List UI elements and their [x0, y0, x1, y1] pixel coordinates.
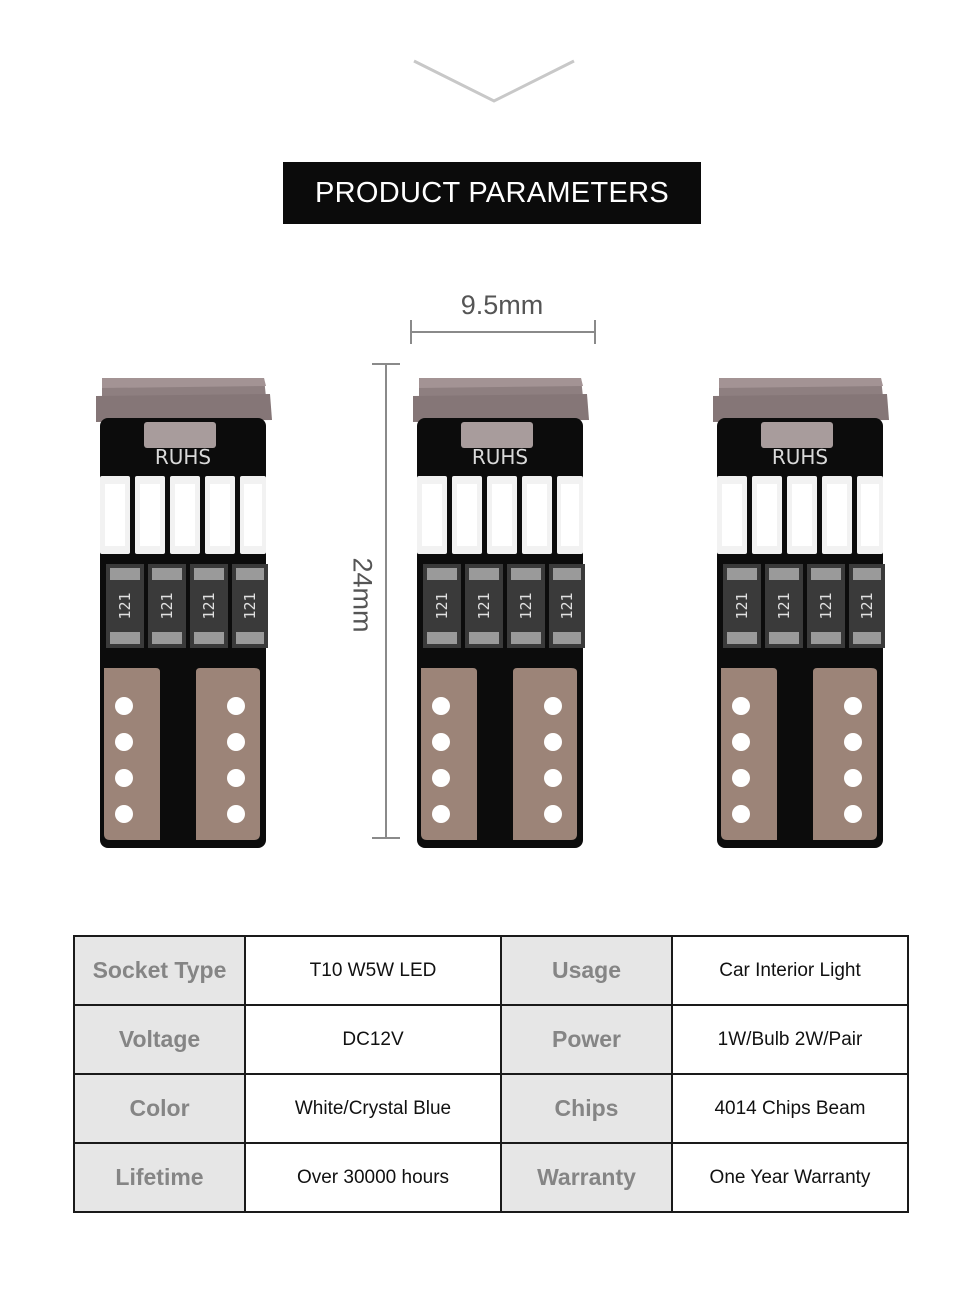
resistor-code-text: 121: [733, 592, 751, 619]
bulb-marking-text: RUHS: [472, 445, 528, 469]
spec-label: Usage: [500, 935, 673, 1006]
table-row: Color White/Crystal Blue Chips 4014 Chip…: [73, 1073, 909, 1144]
bulb-marking-text: RUHS: [155, 445, 211, 469]
led-bulb-illustration: RUHS: [96, 378, 272, 848]
spec-label: Lifetime: [73, 1142, 246, 1213]
table-row: Voltage DC12V Power 1W/Bulb 2W/Pair: [73, 1004, 909, 1075]
resistor-code-text: 121: [558, 592, 576, 619]
width-dimension-line: [410, 320, 596, 344]
spec-value: DC12V: [244, 1004, 502, 1075]
spec-value: 4014 Chips Beam: [671, 1073, 909, 1144]
resistor-code-text: 121: [517, 592, 535, 619]
spec-value: 1W/Bulb 2W/Pair: [671, 1004, 909, 1075]
spec-value: White/Crystal Blue: [244, 1073, 502, 1144]
width-dimension-label: 9.5mm: [460, 290, 544, 320]
resistor-code-text: 121: [200, 592, 218, 619]
resistor-code-text: 121: [433, 592, 451, 619]
section-title: PRODUCT PARAMETERS: [315, 176, 669, 209]
resistor-code-text: 121: [817, 592, 835, 619]
chevron-down-icon: [413, 59, 575, 103]
spec-value: T10 W5W LED: [244, 935, 502, 1006]
table-row: Lifetime Over 30000 hours Warranty One Y…: [73, 1142, 909, 1213]
height-dimension-line: [372, 363, 400, 839]
spec-label: Socket Type: [73, 935, 246, 1006]
spec-label: Warranty: [500, 1142, 673, 1213]
spec-table: Socket Type T10 W5W LED Usage Car Interi…: [73, 935, 909, 1213]
led-bulb-illustration: RUHS: [713, 378, 889, 848]
resistor-code-text: 121: [475, 592, 493, 619]
resistor-code-text: 121: [158, 592, 176, 619]
section-title-banner: PRODUCT PARAMETERS: [283, 162, 701, 224]
led-bulb-center: RUHS: [405, 372, 595, 852]
bulb-marking-text: RUHS: [772, 445, 828, 469]
spec-value: Over 30000 hours: [244, 1142, 502, 1213]
spec-label: Color: [73, 1073, 246, 1144]
resistor-code-text: 121: [858, 592, 876, 619]
spec-label: Chips: [500, 1073, 673, 1144]
led-bulb-left: RUHS: [88, 372, 278, 852]
spec-value: One Year Warranty: [671, 1142, 909, 1213]
resistor-code-text: 121: [241, 592, 259, 619]
height-dimension-label: 24mm: [347, 557, 378, 633]
spec-value: Car Interior Light: [671, 935, 909, 1006]
resistor-code-text: 121: [775, 592, 793, 619]
led-bulb-illustration: RUHS: [413, 378, 589, 848]
led-bulb-right: RUHS: [705, 372, 895, 852]
resistor-code-text: 121: [116, 592, 134, 619]
table-row: Socket Type T10 W5W LED Usage Car Interi…: [73, 935, 909, 1006]
spec-label: Power: [500, 1004, 673, 1075]
spec-label: Voltage: [73, 1004, 246, 1075]
